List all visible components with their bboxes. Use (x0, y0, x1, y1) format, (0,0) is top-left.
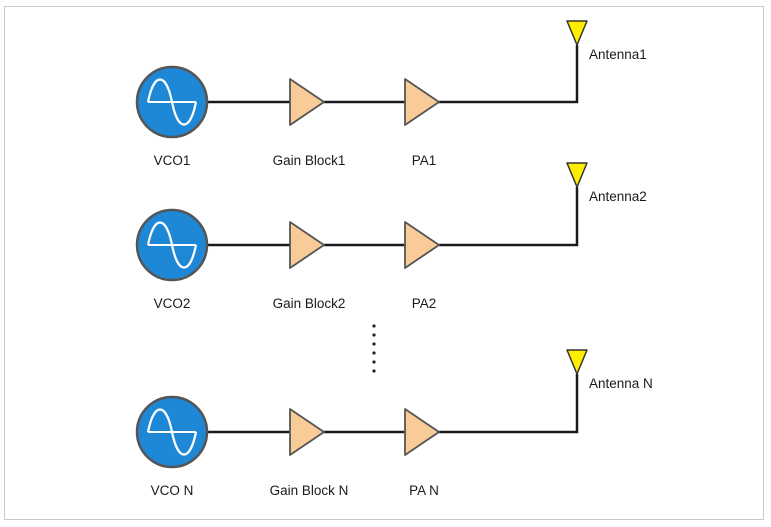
diagram-frame (4, 6, 764, 520)
triangle-amplifier-icon (289, 221, 325, 269)
triangle-amplifier-icon (289, 408, 325, 456)
signal-chain-1: VCO1 Gain Block1 PA1 Antenna1 (135, 20, 647, 168)
ellipsis-dot (372, 324, 376, 328)
gain-block-label: Gain Block1 (273, 153, 346, 168)
gain-block-label: Gain Block N (270, 483, 349, 498)
antenna-label: Antenna N (589, 376, 653, 391)
ellipsis-dot (372, 342, 376, 346)
ellipsis-dots (372, 324, 376, 373)
antenna-icon (566, 20, 588, 46)
vco-label: VCO N (151, 483, 194, 498)
ellipsis-dot (372, 360, 376, 364)
vco-sine (146, 221, 198, 269)
triangle-amplifier-icon (404, 408, 440, 456)
wire (439, 374, 579, 434)
sine-wave-oscillator-icon (135, 65, 209, 139)
triangle-amplifier-icon (404, 78, 440, 126)
antenna-label: Antenna2 (589, 189, 647, 204)
ellipsis-dot (372, 333, 376, 337)
triangle-amplifier-icon (404, 221, 440, 269)
sine-wave-oscillator-icon (135, 395, 209, 469)
triangle-amplifier-icon (289, 78, 325, 126)
ellipsis-dot (372, 351, 376, 355)
vco-label: VCO2 (154, 296, 191, 311)
ellipsis-dot (372, 369, 376, 373)
wire (439, 187, 579, 247)
vco-sine (146, 78, 198, 126)
vco-sine (146, 408, 198, 456)
gain-block-label: Gain Block2 (273, 296, 346, 311)
vco-label: VCO1 (154, 153, 191, 168)
wire (439, 45, 579, 104)
pa-label: PA2 (412, 296, 437, 311)
antenna-icon (566, 349, 588, 375)
signal-chain-3: VCO N Gain Block N PA N Antenna N (135, 349, 653, 498)
pa-label: PA N (409, 483, 439, 498)
antenna-label: Antenna1 (589, 47, 647, 62)
antenna-icon (566, 162, 588, 188)
signal-chain-2: VCO2 Gain Block2 PA2 Antenna2 (135, 162, 647, 311)
sine-wave-oscillator-icon (135, 208, 209, 282)
pa-label: PA1 (412, 153, 437, 168)
